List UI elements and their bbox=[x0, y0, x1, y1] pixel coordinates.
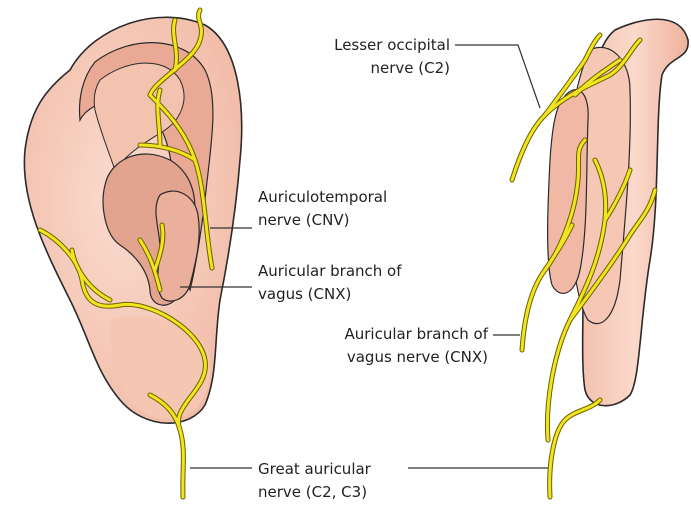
label-auricular-branch-vagus-nerve-line1: Auricular branch of bbox=[300, 323, 488, 346]
label-auricular-branch-vagus-nerve-line2: vagus nerve (CNX) bbox=[300, 346, 488, 369]
label-great-auricular: Great auricular nerve (C2, C3) bbox=[258, 458, 371, 504]
label-auricular-branch-vagus-nerve: Auricular branch of vagus nerve (CNX) bbox=[300, 323, 488, 369]
label-auriculotemporal-line1: Auriculotemporal bbox=[258, 186, 387, 209]
leader-lesser-occipital bbox=[455, 45, 540, 108]
label-great-auricular-line2: nerve (C2, C3) bbox=[258, 481, 371, 504]
label-auricular-branch-vagus: Auricular branch of vagus (CNX) bbox=[258, 260, 402, 306]
label-lesser-occipital: Lesser occipital nerve (C2) bbox=[300, 34, 450, 80]
label-auriculotemporal-line2: nerve (CNV) bbox=[258, 209, 387, 232]
auricle-medial-view bbox=[548, 19, 689, 405]
label-great-auricular-line1: Great auricular bbox=[258, 458, 371, 481]
auricle-lateral-view bbox=[24, 17, 241, 423]
label-lesser-occipital-line2: nerve (C2) bbox=[300, 57, 450, 80]
label-lesser-occipital-line1: Lesser occipital bbox=[300, 34, 450, 57]
label-auricular-branch-vagus-line2: vagus (CNX) bbox=[258, 283, 402, 306]
label-auriculotemporal: Auriculotemporal nerve (CNV) bbox=[258, 186, 387, 232]
label-auricular-branch-vagus-line1: Auricular branch of bbox=[258, 260, 402, 283]
